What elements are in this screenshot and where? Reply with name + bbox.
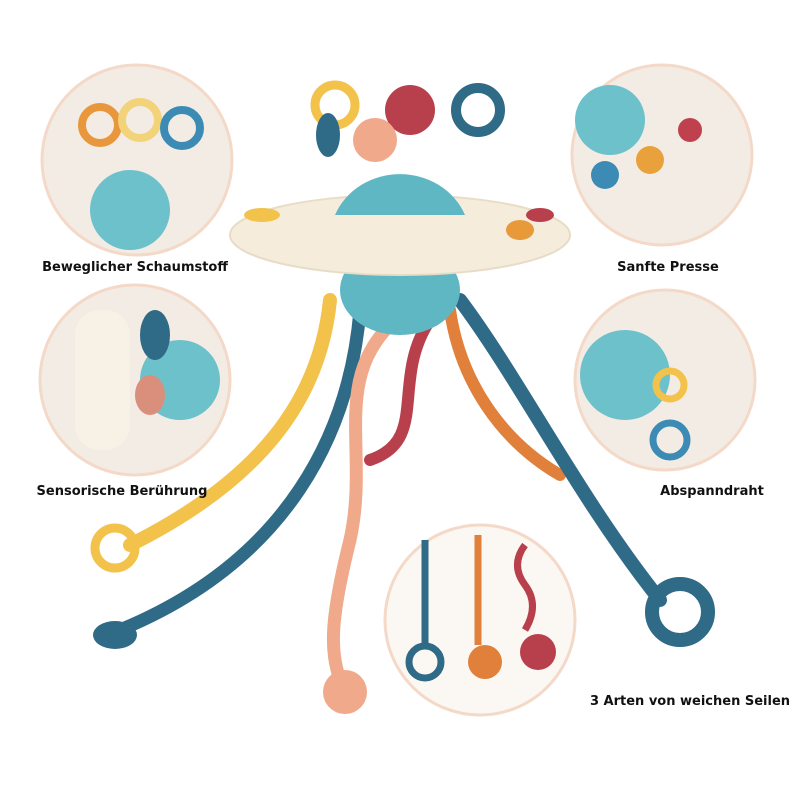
detail-circle-press [570,63,754,247]
toy-body [229,80,571,335]
label-sanfte-presse: Sanfte Presse [617,260,719,275]
detail-circle-foam [40,63,234,257]
detail-circle-touch [38,283,232,477]
detail-circle-ropes [383,523,577,717]
toy-tentacles [90,293,715,714]
label-abspanndraht: Abspanndraht [660,484,764,499]
detail-circle-pull [573,288,757,472]
label-3-arten-seile: 3 Arten von weichen Seilen [589,694,791,709]
label-sensorische-beruehrung: Sensorische Berührung [36,484,208,499]
label-beweglicher-schaumstoff: Beweglicher Schaumstoff [42,260,228,275]
